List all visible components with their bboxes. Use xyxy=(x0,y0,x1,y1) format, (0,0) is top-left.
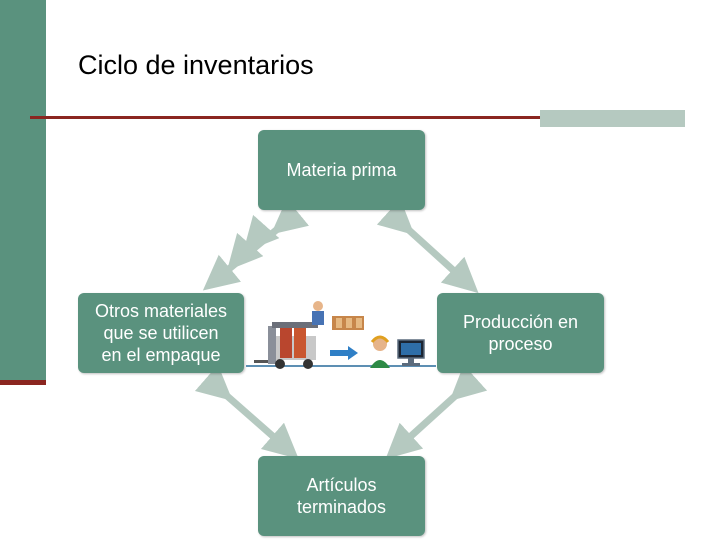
worker-icon xyxy=(370,335,390,368)
node-articulos-terminados: Artículos terminados xyxy=(258,456,425,536)
arrow-top-right xyxy=(376,198,479,294)
person-icon xyxy=(312,301,324,325)
sidebar-band xyxy=(0,0,46,384)
computer-icon xyxy=(397,339,425,366)
slide-title: Ciclo de inventarios xyxy=(78,50,314,80)
node-materia-prima-label: Materia prima xyxy=(286,160,397,180)
warehouse-illustration xyxy=(246,301,436,369)
node-materia-prima: Materia prima xyxy=(258,130,425,210)
arrow-bottom-right xyxy=(385,364,488,460)
forklift-icon xyxy=(254,322,318,369)
node-produccion-label: Producción en proceso xyxy=(462,312,579,354)
title-underline xyxy=(30,116,685,119)
node-produccion-en-proceso: Producción en proceso xyxy=(437,293,604,373)
node-otros-materiales: Otros materiales que se utilicen en el e… xyxy=(78,293,244,373)
arrow-bottom-left xyxy=(194,364,299,459)
sidebar-accent-line xyxy=(0,380,46,385)
title-accent-bar xyxy=(540,110,685,127)
arrow-top-left-a xyxy=(202,198,310,291)
node-articulos-label: Artículos terminados xyxy=(296,475,387,517)
arrow-top-left xyxy=(226,214,280,271)
flow-arrow-icon xyxy=(330,346,358,360)
node-otros-label: Otros materiales que se utilicen en el e… xyxy=(94,301,228,365)
boxes-icon xyxy=(332,316,364,330)
